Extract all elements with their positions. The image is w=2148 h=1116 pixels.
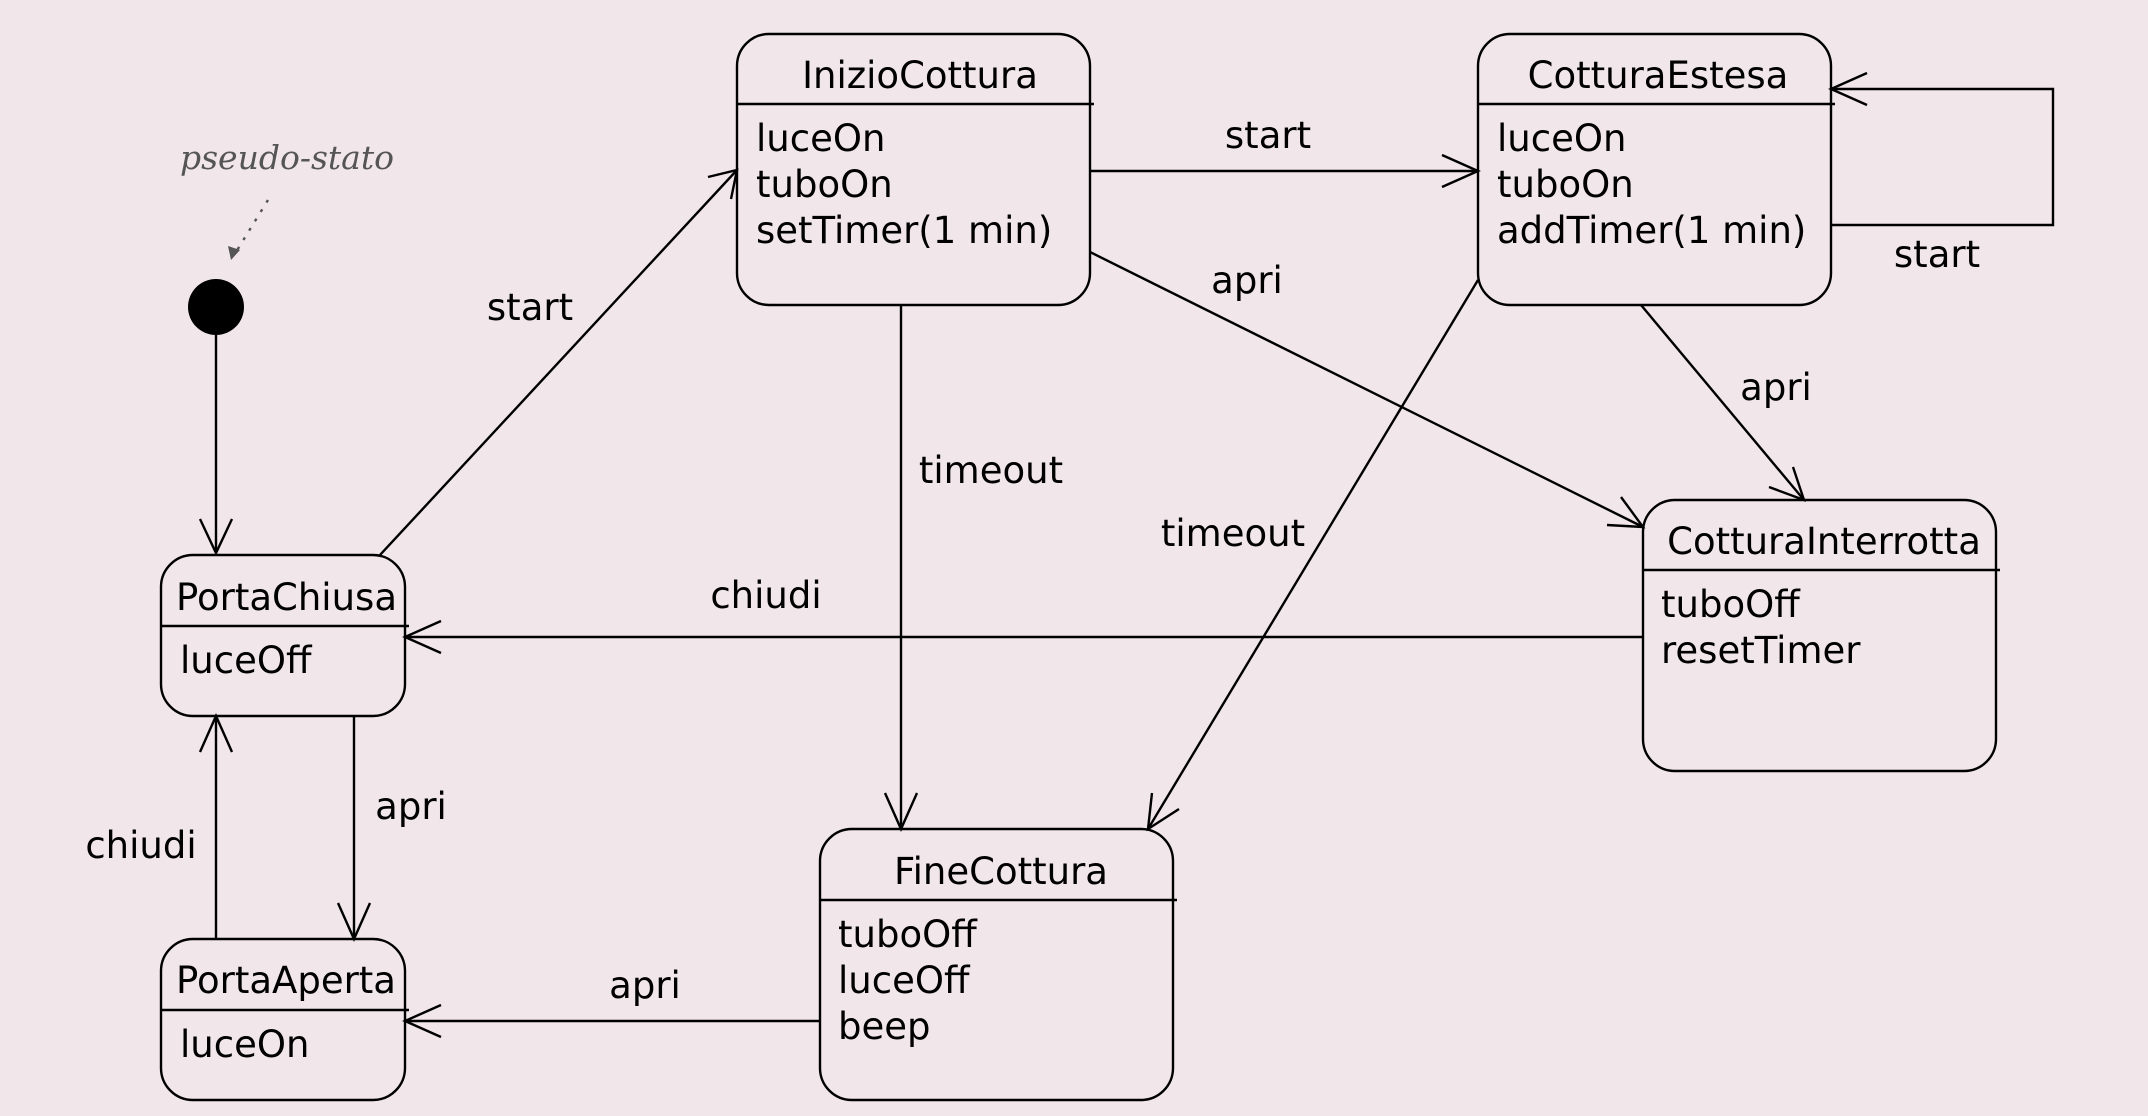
- transition-inizio-to-estesa: start: [1090, 114, 1481, 189]
- transition-label: chiudi: [710, 574, 821, 617]
- state-name: PortaChiusa: [176, 576, 397, 619]
- state-inizio-cottura: InizioCottura luceOn tuboOn setTimer(1 m…: [735, 32, 1094, 307]
- transition-label: apri: [609, 964, 681, 1007]
- pseudo-state-note-arrowhead: [228, 246, 240, 260]
- state-name: PortaAperta: [176, 959, 396, 1002]
- state-action: tuboOn: [1497, 163, 1634, 206]
- state-cottura-estesa: CotturaEstesa luceOn tuboOn addTimer(1 m…: [1476, 32, 1835, 307]
- transition-label: start: [487, 286, 573, 329]
- transition-label: apri: [1740, 366, 1812, 409]
- transition-label: start: [1225, 114, 1311, 157]
- state-action: luceOn: [180, 1023, 309, 1066]
- initial-transition: [198, 335, 234, 556]
- transition-fine-to-aperta: apri: [402, 964, 820, 1039]
- transition-estesa-to-fine: timeout: [1146, 279, 1480, 832]
- state-action: tuboOn: [756, 163, 893, 206]
- pseudo-state-note-connector: [234, 199, 270, 253]
- transition-interrotta-to-chiusa: chiudi: [402, 574, 1643, 655]
- state-cottura-interrotta: CotturaInterrotta tuboOff resetTimer: [1641, 498, 2000, 773]
- state-action: luceOff: [180, 639, 313, 682]
- transition-label: apri: [375, 785, 447, 828]
- initial-pseudo-state: [188, 279, 244, 335]
- pseudo-state-note: pseudo-stato: [180, 138, 394, 177]
- state-action: setTimer(1 min): [756, 209, 1052, 252]
- transition-inizio-to-fine: timeout: [883, 305, 1063, 832]
- transition-inizio-to-interrotta: apri: [1089, 250, 1646, 529]
- transition-label: apri: [1211, 259, 1283, 302]
- state-name: CotturaInterrotta: [1667, 520, 1981, 563]
- state-action: luceOn: [756, 117, 885, 160]
- transition-label: timeout: [919, 449, 1063, 492]
- state-name: FineCottura: [894, 850, 1108, 893]
- transition-chiusa-to-aperta: apri: [336, 716, 447, 942]
- state-porta-chiusa: PortaChiusa luceOff: [159, 553, 409, 718]
- state-fine-cottura: FineCottura tuboOff luceOff beep: [818, 827, 1177, 1102]
- state-porta-aperta: PortaAperta luceOn: [159, 937, 409, 1102]
- state-action: tuboOff: [838, 913, 978, 956]
- state-name: CotturaEstesa: [1528, 54, 1789, 97]
- state-name: InizioCottura: [802, 54, 1038, 97]
- transition-estesa-to-interrotta: apri: [1640, 304, 1812, 502]
- transition-label: chiudi: [85, 824, 196, 867]
- state-action: addTimer(1 min): [1497, 209, 1806, 252]
- state-action: beep: [838, 1005, 931, 1048]
- transition-label: start: [1894, 233, 1980, 276]
- transition-chiusa-to-inizio: start: [379, 168, 739, 556]
- state-action: luceOff: [838, 959, 971, 1002]
- transition-estesa-self-loop: start: [1828, 71, 2055, 276]
- transition-label: timeout: [1161, 512, 1305, 555]
- state-action: tuboOff: [1661, 583, 1801, 626]
- state-action: resetTimer: [1661, 629, 1861, 672]
- transition-aperta-to-chiusa: chiudi: [85, 713, 234, 939]
- state-action: luceOn: [1497, 117, 1626, 160]
